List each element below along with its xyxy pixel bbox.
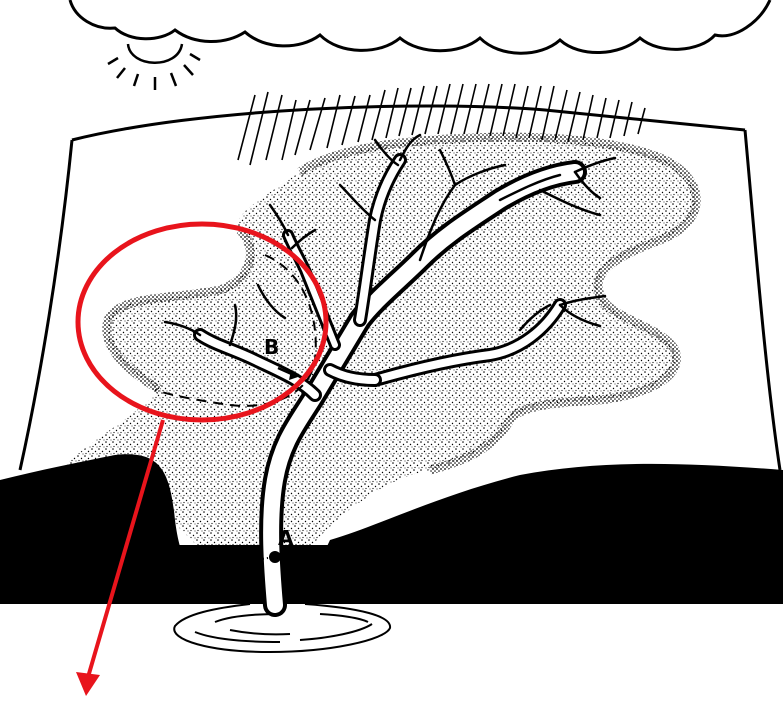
cloud-icon	[70, 0, 770, 53]
sun-icon	[108, 44, 200, 90]
outlet-point-a	[269, 551, 281, 563]
label-b: B	[264, 335, 279, 359]
highlight-arrowhead	[76, 672, 100, 696]
label-a: A	[278, 526, 294, 550]
